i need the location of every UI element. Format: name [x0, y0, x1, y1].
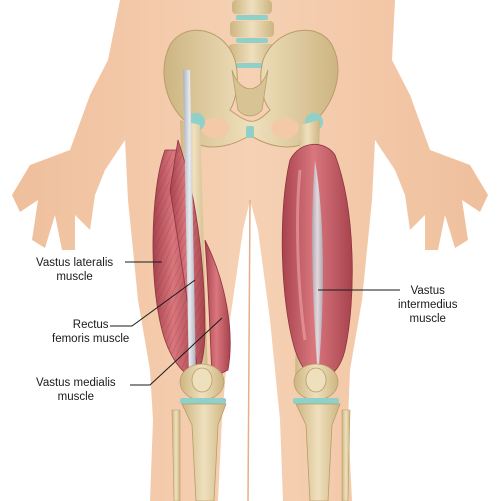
- label-rectus-femoris: Rectus femoris muscle: [52, 318, 129, 346]
- label-line: Vastus lateralis: [36, 257, 114, 269]
- label-vastus-medialis: Vastus medialis muscle: [36, 376, 116, 404]
- left-thigh: [152, 70, 231, 385]
- spine: [228, 0, 276, 68]
- body-silhouette: [12, 0, 488, 501]
- label-vastus-lateralis: Vastus lateralis muscle: [36, 256, 113, 284]
- right-thigh: [281, 120, 353, 385]
- label-line: Vastus: [410, 285, 445, 297]
- knees: [179, 363, 339, 404]
- label-line: muscle: [409, 313, 446, 325]
- lower-legs: [171, 403, 351, 501]
- label-line: muscle: [56, 271, 93, 283]
- label-line: femoris muscle: [52, 333, 130, 345]
- label-line: Rectus: [72, 319, 109, 331]
- label-line: muscle: [57, 391, 95, 403]
- label-line: intermedius: [398, 299, 458, 311]
- leader-rectus-femoris: [110, 279, 196, 327]
- leader-vastus-medialis: [130, 317, 223, 386]
- pelvis: [163, 29, 339, 148]
- label-line: Vastus medialis: [36, 377, 116, 389]
- label-vastus-intermedius: Vastus intermedius muscle: [398, 284, 457, 326]
